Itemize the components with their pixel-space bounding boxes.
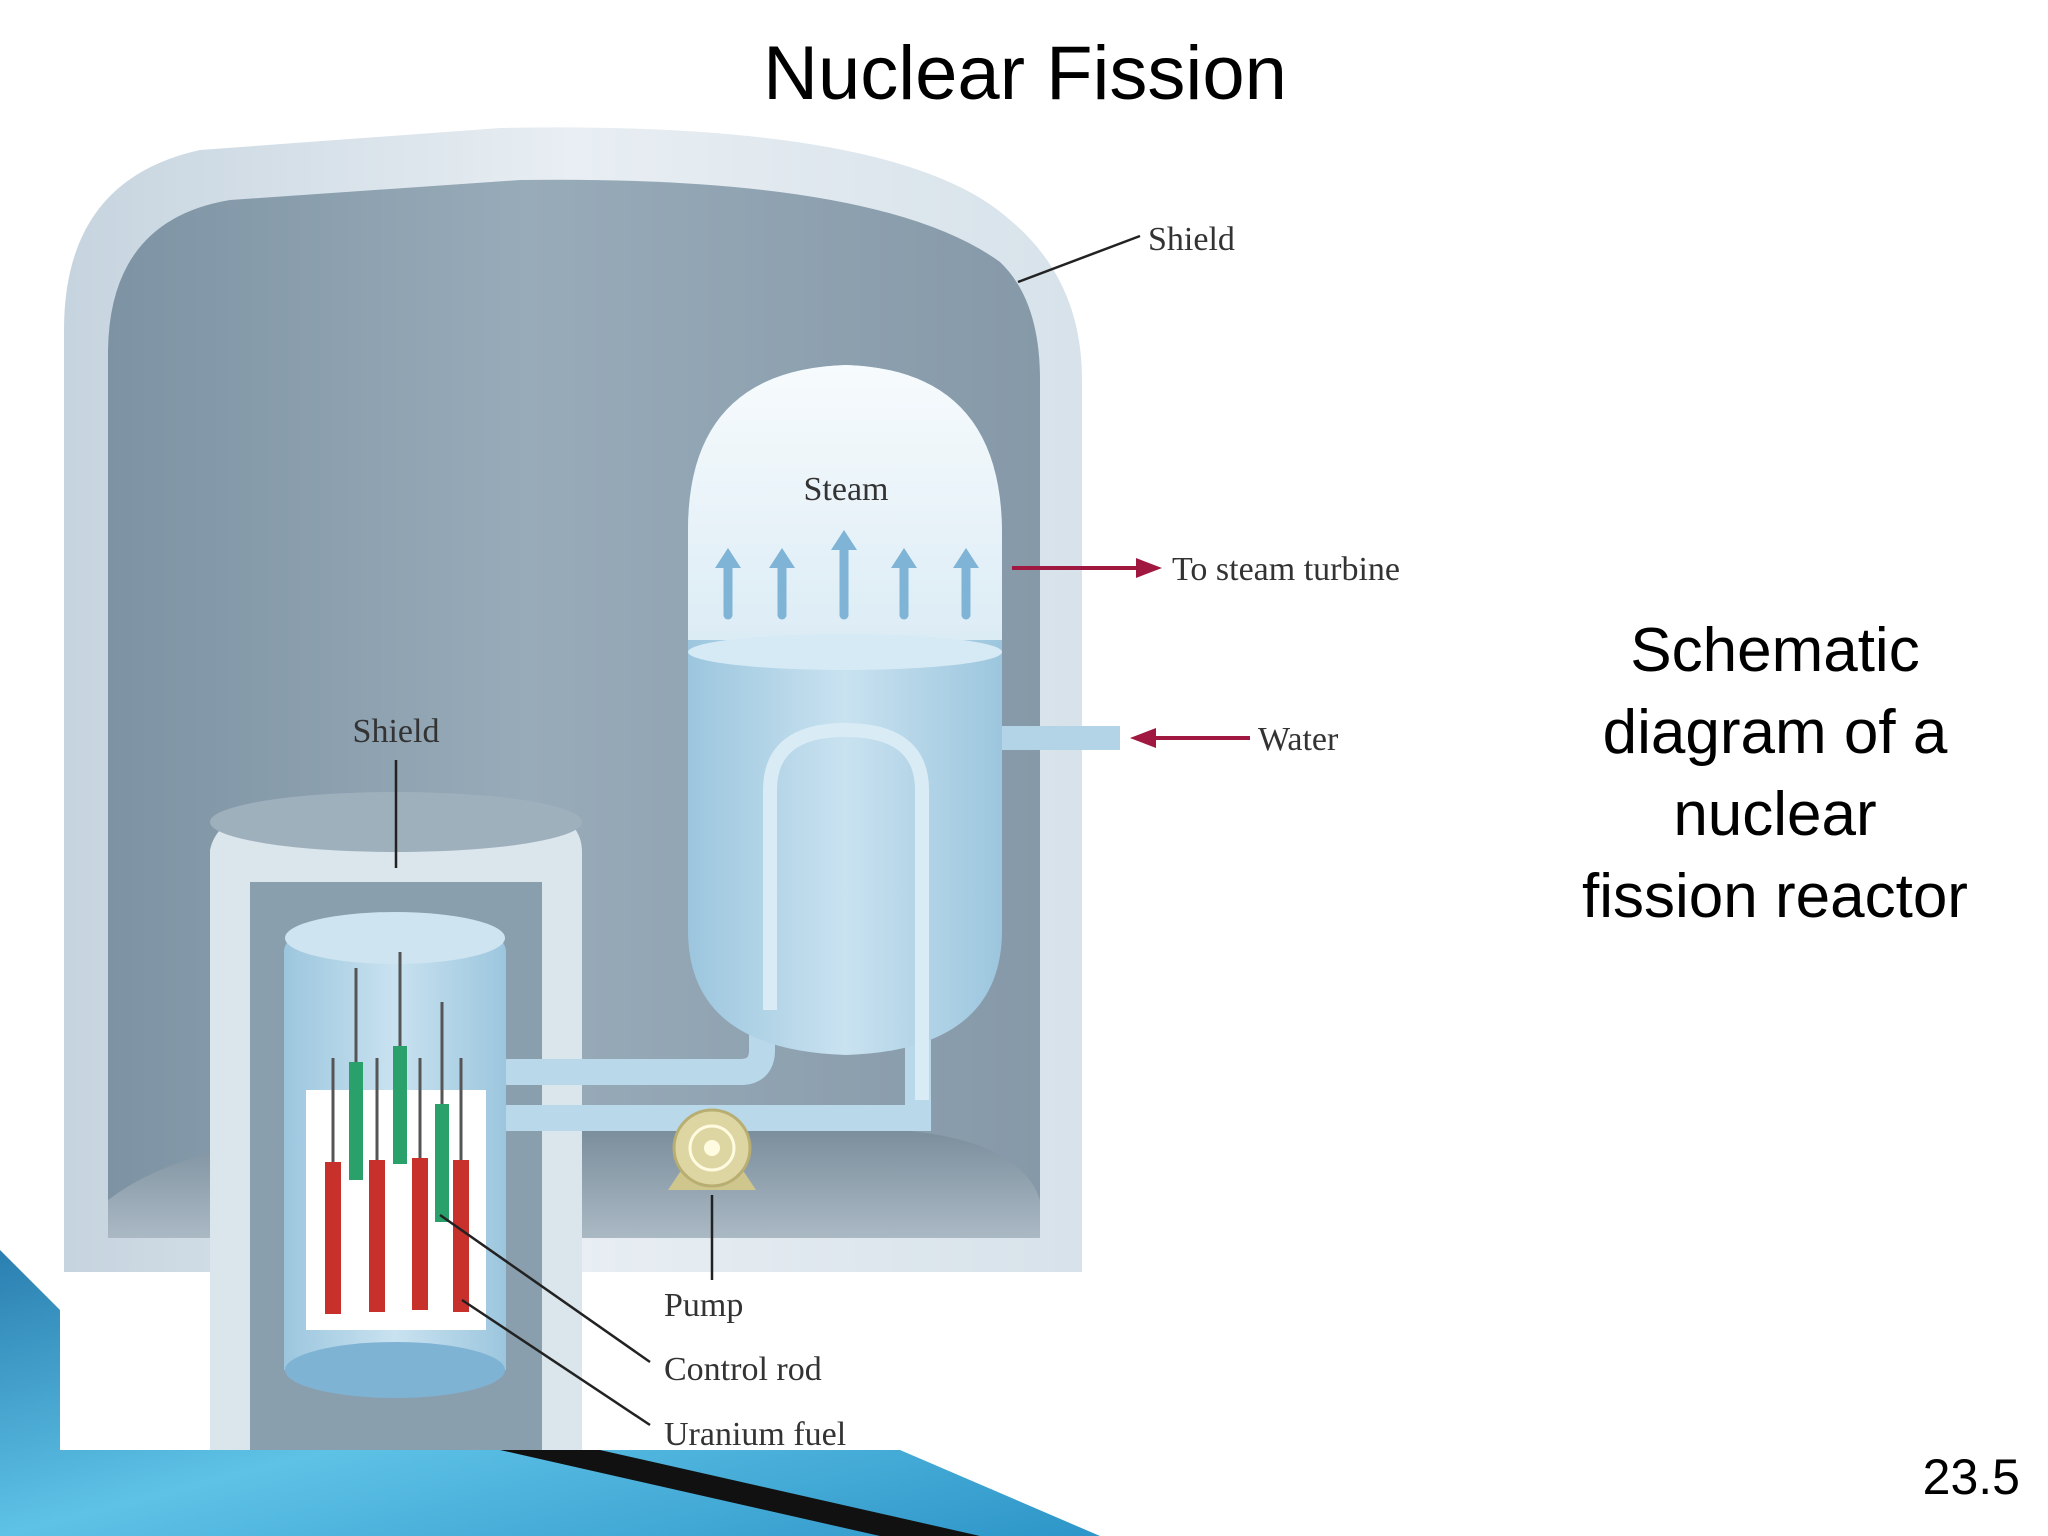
pump [668,1108,756,1190]
slide-corner-decoration [0,1250,1100,1536]
control-rod [435,1104,449,1222]
fuel-rod [453,1160,469,1312]
caption-line: fission reactor [1582,862,1968,931]
caption-line: nuclear [1673,780,1877,849]
steam-arrowhead [769,548,795,568]
steam-arrowhead [953,548,979,568]
control-rod [349,1062,363,1180]
inner-shield-label: Shield [353,713,440,750]
slide-corner-shadow [500,1450,980,1536]
reactor-vessel-bottom [285,1342,505,1398]
diagram-caption: Schematic diagram of a nuclear fission r… [1530,610,2020,938]
uranium-fuel-label: Uranium fuel [664,1416,846,1453]
steam-space [688,365,1002,640]
pump-label: Pump [664,1287,743,1324]
water-arrowhead [1130,728,1156,748]
steam-arrowhead [891,548,917,568]
water-label: Water [1258,721,1339,758]
outer-shield-label: Shield [1148,221,1235,258]
fuel-rod [412,1158,428,1310]
control-rod [393,1046,407,1164]
to-turbine-arrowhead [1136,558,1162,578]
caption-line: diagram of a [1602,698,1948,767]
water-inlet-pipe [1002,726,1120,750]
generator-u-tube [763,722,929,1100]
control-rod-label: Control rod [664,1351,822,1388]
steam-label: Steam [804,471,889,508]
to-turbine-label: To steam turbine [1172,551,1400,588]
slide-number: 23.5 [1922,1449,2020,1505]
reactor-vessel-top [285,912,505,964]
fuel-rod [369,1160,385,1312]
steam-arrowhead [715,548,741,568]
uranium-fuel-leader [461,1298,651,1427]
water-surface [688,634,1002,670]
fuel-rod [325,1162,341,1314]
slide-title: Nuclear Fission [763,31,1287,116]
control-rod-leader [439,1213,651,1364]
reactor-diagram: Shield Steam To steam turbine Water Shie… [0,127,1401,1536]
steam-arrowhead [831,530,857,550]
cold-leg-pipe [506,1095,931,1131]
outer-shield-leader [1017,234,1141,284]
caption-line: Schematic [1630,616,1920,685]
